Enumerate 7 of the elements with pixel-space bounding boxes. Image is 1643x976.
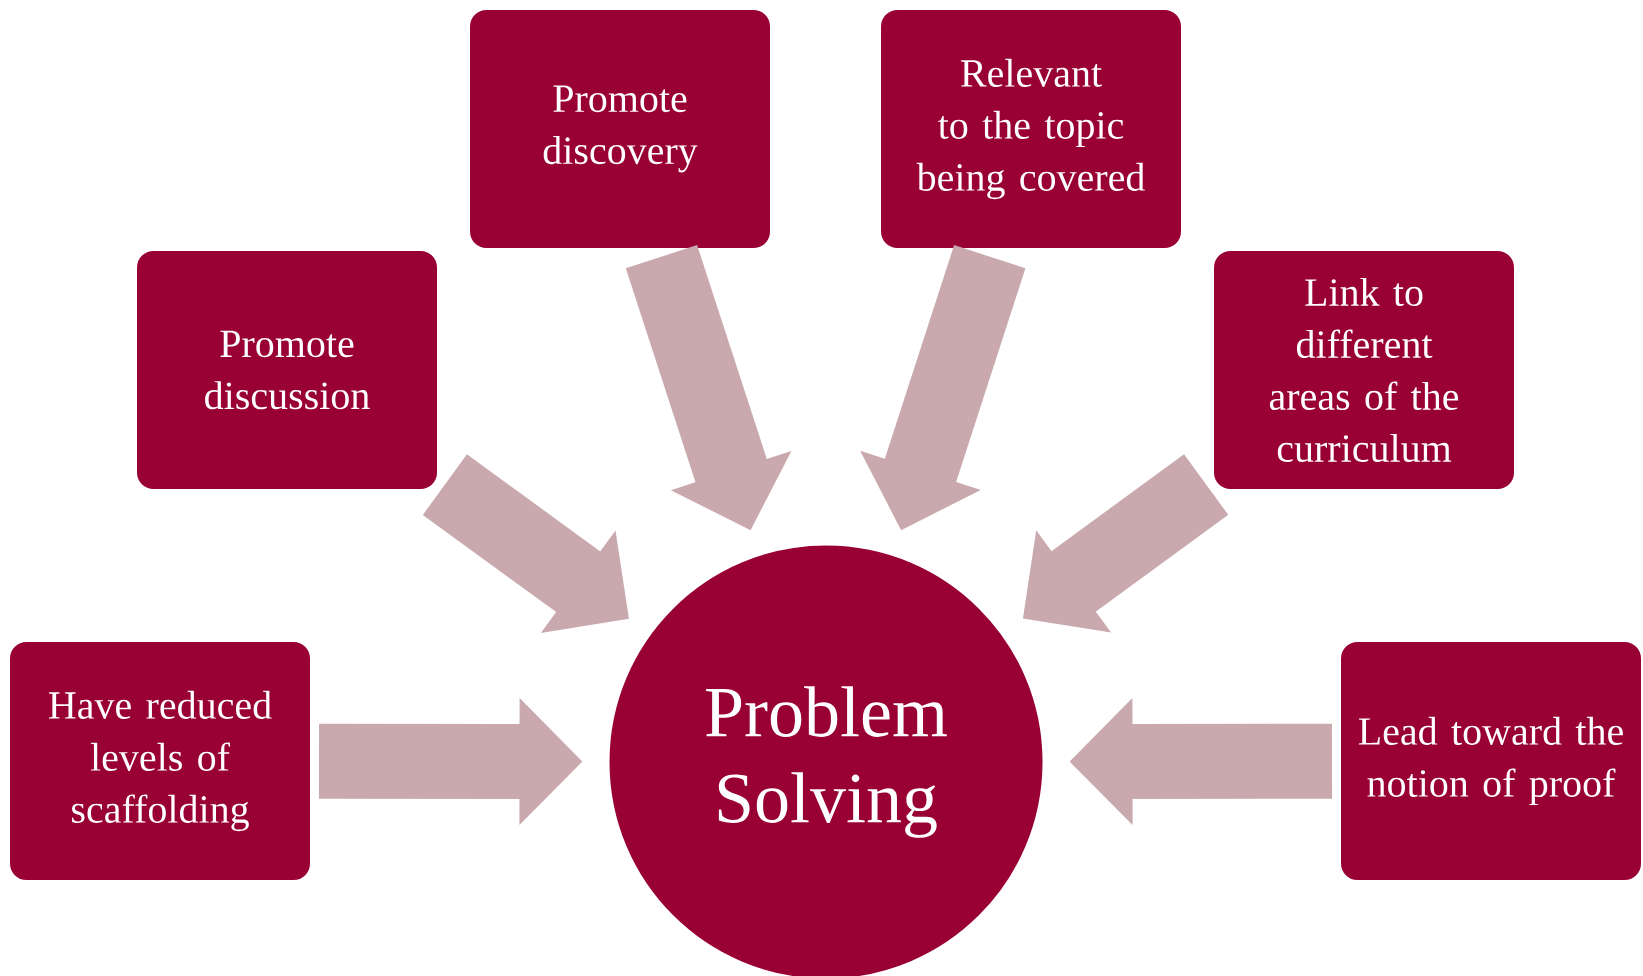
text-box: Have reduced levels of scaffolding xyxy=(7,639,313,883)
circle-node: Problem Solving xyxy=(606,542,1046,976)
text-box: Relevant to the topic being covered xyxy=(878,7,1184,251)
text-box: Promote discovery xyxy=(467,7,773,251)
text-box: Link to different areas of the curriculum xyxy=(1211,248,1517,492)
text-box: Promote discussion xyxy=(134,248,440,492)
text-box: Lead toward the notion of proof xyxy=(1338,639,1643,883)
